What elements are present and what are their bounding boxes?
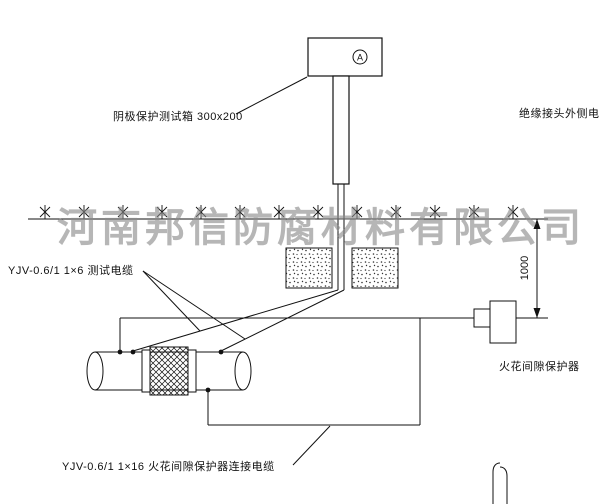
test-box [307,37,383,77]
spark-gap-label: 火花间隙保护器 [499,361,580,373]
insulated-joint-cable-label: 绝缘接头外侧电缆 [519,108,600,120]
test-cable-label: YJV-0.6/1 1×6 测试电缆 [8,265,134,277]
spark-gap-protector [473,300,517,344]
connection-cable-label: YJV-0.6/1 1×16 火花间隙保护器连接电缆 [62,461,275,473]
watermark: 河南邦信防腐材料有限公司 [57,205,585,250]
ammeter-symbol: A [357,53,363,63]
dimension-text: 1000 [519,256,531,280]
post [332,75,350,290]
dimension: 1000 [516,219,548,319]
test-box-leader-line [235,76,308,115]
connection-cable-leader-line [292,425,331,466]
test-box-label: 阴极保护测试箱 300x200 [113,111,243,123]
spark-gap-cable-lines [119,317,474,426]
test-cable-leader-lines [142,270,246,340]
pipe-break-icon [492,462,508,504]
foundation-left [285,247,333,289]
ammeter-icon: A [352,49,368,65]
foundation-right [351,247,399,289]
test-cable-lines [132,289,345,352]
insulating-joint [141,346,197,396]
cable-connection-dots [117,349,224,393]
